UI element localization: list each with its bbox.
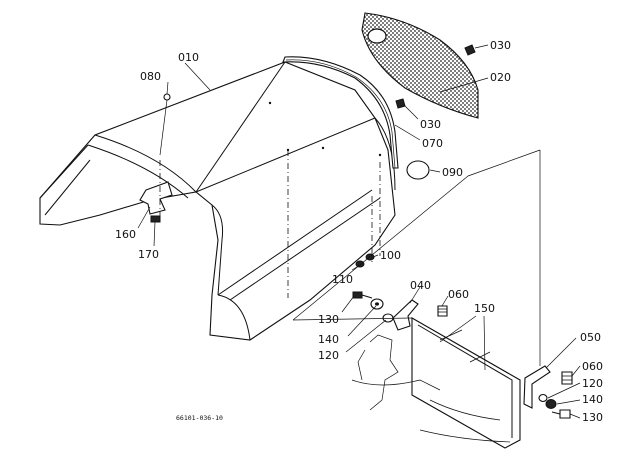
label-040: 040 xyxy=(410,279,431,292)
dash-panel-150 xyxy=(411,317,521,449)
label-030-upper: 030 xyxy=(490,39,511,52)
label-070: 070 xyxy=(422,137,443,150)
washer-140-right xyxy=(545,399,557,409)
label-140-left: 140 xyxy=(318,333,339,346)
drawing-reference: 66101-036-10 xyxy=(176,414,223,422)
label-020: 020 xyxy=(490,71,511,84)
label-010: 010 xyxy=(178,51,199,64)
bolt-130-right xyxy=(551,409,571,419)
emblem-badge xyxy=(406,160,430,180)
label-030-lower: 030 xyxy=(420,118,441,131)
label-060-right: 060 xyxy=(582,360,603,373)
label-120-right: 120 xyxy=(582,377,603,390)
hood-latch-bracket xyxy=(139,181,173,215)
bracket-050 xyxy=(523,365,551,409)
bumper-060-left xyxy=(437,305,448,317)
label-090: 090 xyxy=(442,166,463,179)
label-120-left: 120 xyxy=(318,349,339,362)
label-160: 160 xyxy=(115,228,136,241)
washer-140-left xyxy=(370,298,384,310)
trim-strip xyxy=(282,56,399,169)
leader-lines xyxy=(137,44,581,419)
label-130-right: 130 xyxy=(582,411,603,424)
label-130-left: 130 xyxy=(318,313,339,326)
nut-110 xyxy=(355,260,365,268)
bolt-130-left xyxy=(352,291,373,299)
bolt-030-lower xyxy=(395,98,406,109)
label-080: 080 xyxy=(140,70,161,83)
bumper-060-right xyxy=(561,371,573,385)
label-050: 050 xyxy=(580,331,601,344)
assembly-guide-lines xyxy=(159,149,541,366)
front-grille xyxy=(361,12,479,119)
label-060-left: 060 xyxy=(448,288,469,301)
part-labels: 010 080 030 020 030 070 090 160 170 100 … xyxy=(115,39,603,424)
washer-120-right xyxy=(538,393,548,403)
hood-panel xyxy=(39,61,396,341)
label-150: 150 xyxy=(474,302,495,315)
label-110: 110 xyxy=(332,273,353,286)
tractor-body-outline xyxy=(351,334,511,443)
bolt-030-upper xyxy=(464,44,476,56)
label-100: 100 xyxy=(380,249,401,262)
label-170: 170 xyxy=(138,248,159,261)
label-140-right: 140 xyxy=(582,393,603,406)
bolt-170 xyxy=(150,215,161,223)
